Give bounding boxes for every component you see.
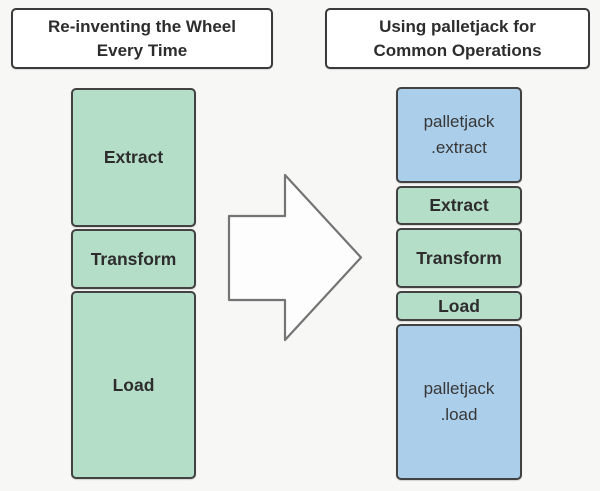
box-load-palletjack-col-label: Load xyxy=(438,295,480,316)
box-extract-manual: Extract xyxy=(71,88,196,227)
box-transform-palletjack-col: Transform xyxy=(396,228,522,288)
right-title-line-2: Common Operations xyxy=(373,40,542,60)
box-transform-manual: Transform xyxy=(71,229,196,289)
box-transform-manual-label: Transform xyxy=(90,248,177,269)
box-transform-palletjack-col-label: Transform xyxy=(416,247,502,268)
left-title: Re-inventing the Wheel Every Time xyxy=(11,8,273,69)
box-palletjack-extract: palletjack .extract xyxy=(396,87,522,183)
box-palletjack-load-line-1: palletjack xyxy=(423,379,495,398)
box-palletjack-load-line-2: .load xyxy=(440,405,478,424)
box-palletjack-extract-line-1: palletjack xyxy=(423,112,495,131)
left-title-line-1: Re-inventing the Wheel xyxy=(48,16,236,36)
box-palletjack-load: palletjack .load xyxy=(396,324,522,480)
box-load-palletjack-col: Load xyxy=(396,291,522,321)
box-load-manual: Load xyxy=(71,291,196,479)
right-title-line-1: Using palletjack for xyxy=(379,16,536,36)
box-extract-palletjack-col-label: Extract xyxy=(429,195,489,215)
right-title: Using palletjack for Common Operations xyxy=(325,8,590,69)
box-palletjack-extract-line-2: .extract xyxy=(431,138,487,157)
box-extract-manual-label: Extract xyxy=(103,147,164,167)
left-title-line-2: Every Time xyxy=(96,40,188,60)
box-extract-palletjack-col: Extract xyxy=(396,186,522,225)
box-load-manual-label: Load xyxy=(112,374,155,395)
